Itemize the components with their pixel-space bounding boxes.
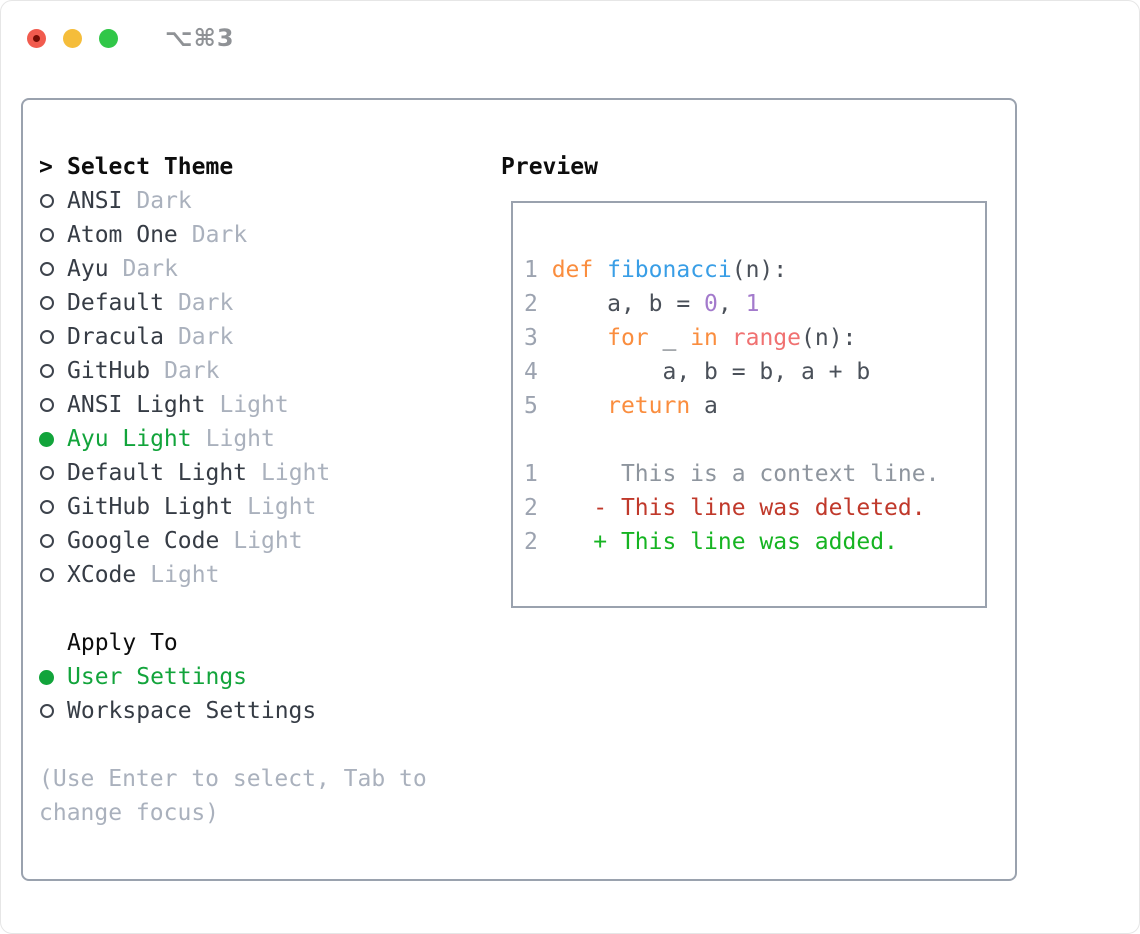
- theme-option-ansi-light-light[interactable]: ANSI Light Light: [39, 388, 427, 422]
- window-title: ⌥⌘3: [165, 24, 235, 52]
- theme-variant-label: Light: [261, 460, 331, 486]
- apply-option-workspace-settings[interactable]: Workspace Settings: [39, 694, 427, 728]
- code-line: 1 This is a context line.: [524, 461, 940, 487]
- option-label: Dracula: [67, 324, 164, 350]
- theme-variant-label: Light: [233, 528, 303, 554]
- radio-icon: [40, 466, 54, 480]
- radio-selected-icon: [39, 669, 54, 685]
- minimize-button[interactable]: [63, 29, 82, 48]
- theme-variant-label: Light: [205, 426, 275, 452]
- theme-variant-label: Dark: [191, 222, 248, 248]
- theme-variant-label: Dark: [164, 358, 220, 384]
- theme-option-github-dark[interactable]: GitHub Dark: [39, 354, 427, 388]
- radio-icon: [40, 568, 54, 582]
- option-label: Default Light: [67, 460, 248, 486]
- theme-option-github-light-light[interactable]: GitHub Light Light: [39, 490, 427, 524]
- option-label: User Settings: [67, 664, 248, 690]
- code-line: 1 def fibonacci(n):: [524, 257, 788, 283]
- theme-option-atom-one-dark[interactable]: Atom One Dark: [39, 218, 427, 252]
- option-label: Atom One: [67, 222, 178, 248]
- apply-option-user-settings[interactable]: User Settings: [39, 660, 427, 694]
- theme-variant-label: Light: [247, 494, 317, 520]
- option-label: GitHub: [67, 358, 151, 384]
- option-label: Default: [67, 290, 164, 316]
- select-theme-title: Select Theme: [67, 154, 234, 180]
- prompt-caret-icon: >: [39, 154, 53, 180]
- theme-variant-label: Dark: [177, 324, 234, 350]
- code-line: 3 for _ in range(n):: [524, 325, 857, 351]
- option-label: XCode: [67, 562, 137, 588]
- option-label: GitHub Light: [67, 494, 234, 520]
- code-line: 5 return a: [524, 393, 718, 419]
- apply-to-title: Apply To: [67, 630, 178, 656]
- theme-variant-label: Dark: [177, 290, 234, 316]
- radio-icon: [40, 228, 54, 242]
- theme-option-default-dark[interactable]: Default Dark: [39, 286, 427, 320]
- code-line: 2 - This line was deleted.: [524, 495, 926, 521]
- apply-to-header-row: Apply To: [39, 626, 427, 660]
- maximize-button[interactable]: [99, 29, 118, 48]
- radio-icon: [40, 262, 54, 276]
- option-label: Ayu Light: [67, 426, 192, 452]
- close-button[interactable]: [27, 29, 46, 48]
- radio-icon: [40, 500, 54, 514]
- code-line: 2 a, b = 0, 1: [524, 291, 760, 317]
- theme-option-ayu-dark[interactable]: Ayu Dark: [39, 252, 427, 286]
- modified-dot-icon: [33, 35, 40, 42]
- radio-icon: [40, 296, 54, 310]
- help-text: (Use Enter to select, Tab to change focu…: [39, 762, 427, 830]
- radio-icon: [40, 398, 54, 412]
- radio-icon: [40, 364, 54, 378]
- option-label: Google Code: [67, 528, 220, 554]
- option-label: Workspace Settings: [67, 698, 317, 724]
- radio-icon: [40, 194, 54, 208]
- help-text-line2: change focus): [39, 800, 220, 826]
- radio-icon: [40, 534, 54, 548]
- preview-box: 1 def fibonacci(n): 2 a, b = 0, 1 3 for _ …: [511, 201, 987, 608]
- radio-selected-icon: [39, 431, 54, 447]
- theme-option-dracula-dark[interactable]: Dracula Dark: [39, 320, 427, 354]
- theme-variant-label: Dark: [136, 188, 192, 214]
- code-preview: 1 def fibonacci(n): 2 a, b = 0, 1 3 for _ …: [524, 253, 939, 559]
- theme-variant-label: Dark: [122, 256, 178, 282]
- theme-option-google-code-light[interactable]: Google Code Light: [39, 524, 427, 558]
- option-label: Ayu: [67, 256, 109, 282]
- help-text-line1: (Use Enter to select, Tab to: [39, 766, 427, 792]
- theme-option-ayu-light-light[interactable]: Ayu Light Light: [39, 422, 427, 456]
- code-line: 2 + This line was added.: [524, 529, 898, 555]
- theme-option-ansi-dark[interactable]: ANSI Dark: [39, 184, 427, 218]
- code-line: [524, 423, 939, 457]
- code-line: 4 a, b = b, a + b: [524, 359, 871, 385]
- radio-icon: [40, 704, 54, 718]
- theme-variant-label: Light: [150, 562, 220, 588]
- select-theme-header-row: > Select Theme: [39, 150, 427, 184]
- theme-variant-label: Light: [219, 392, 289, 418]
- option-label: ANSI: [67, 188, 123, 214]
- option-label: ANSI Light: [67, 392, 206, 418]
- theme-option-xcode-light[interactable]: XCode Light: [39, 558, 427, 592]
- title-bar: ⌥⌘3: [1, 1, 1139, 71]
- radio-icon: [40, 330, 54, 344]
- theme-option-default-light-light[interactable]: Default Light Light: [39, 456, 427, 490]
- preview-title: Preview: [501, 154, 598, 180]
